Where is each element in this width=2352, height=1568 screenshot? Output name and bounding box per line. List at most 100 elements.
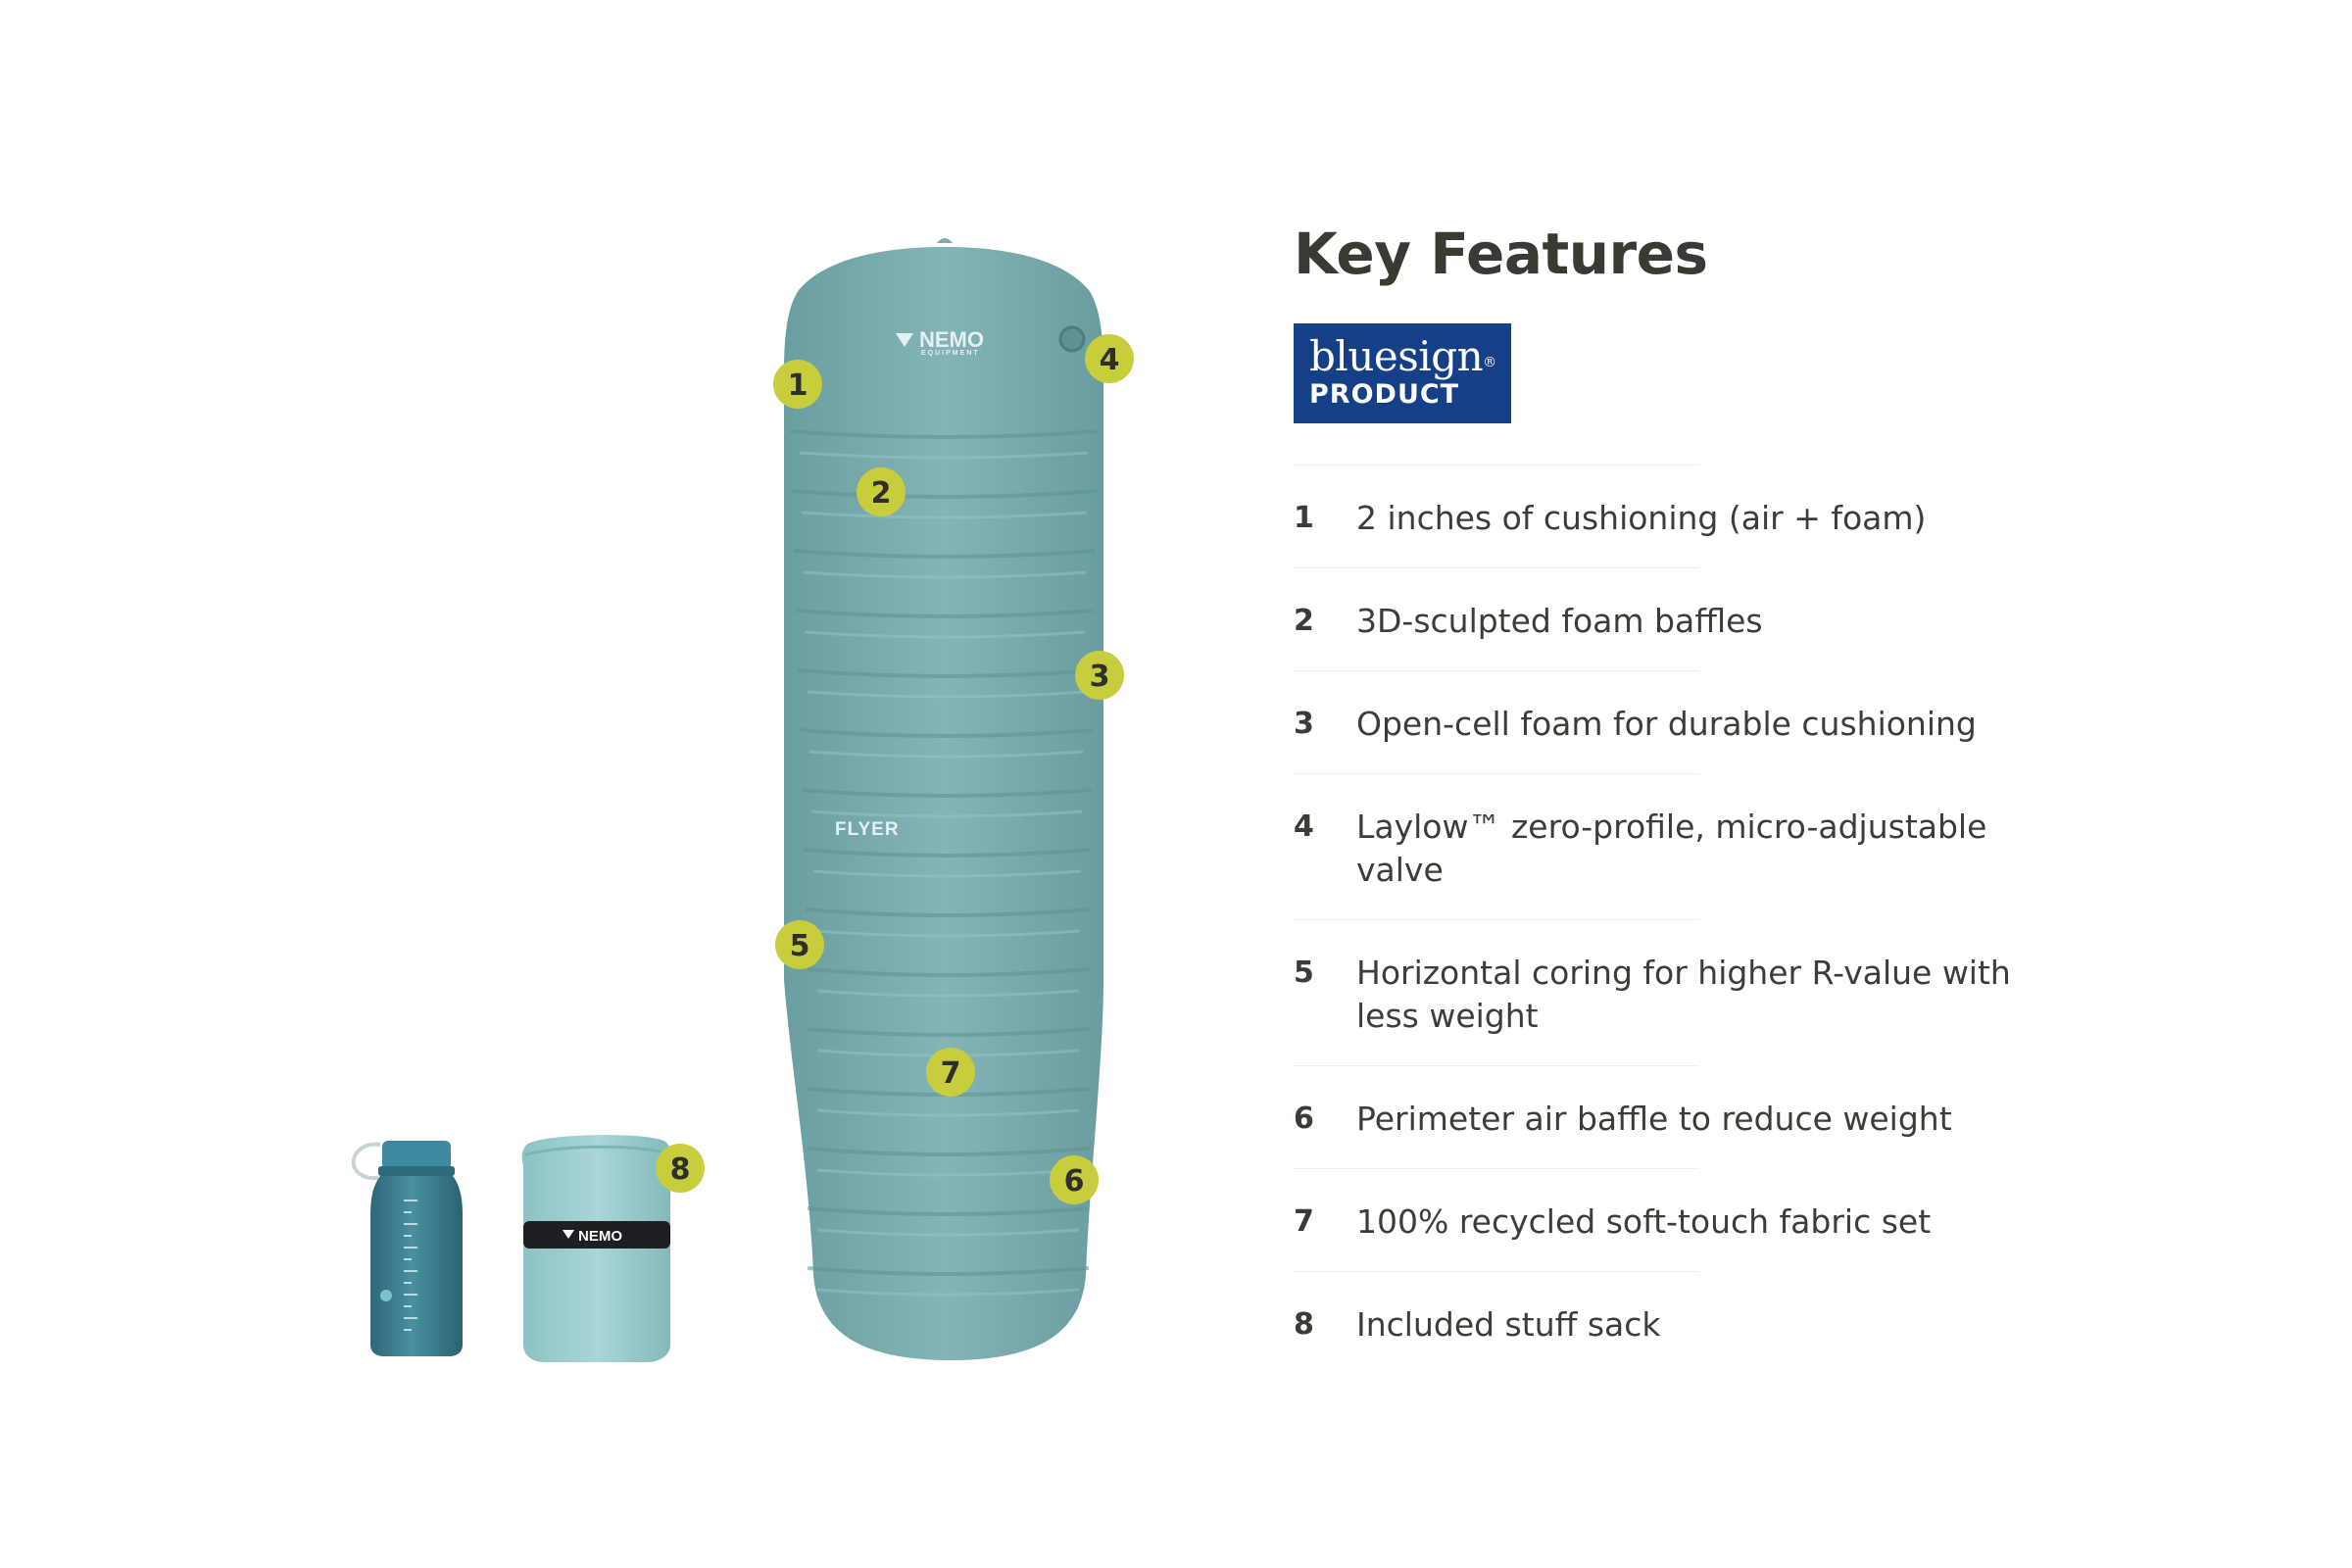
bottle-body [370,1176,463,1356]
marker-number: 2 [871,476,892,511]
badge-line1: bluesign [1309,332,1484,380]
feature-number: 8 [1294,1307,1314,1342]
pad-baffle-highlight [816,1228,1080,1237]
sack-strap [523,1221,670,1249]
feature-number: 6 [1294,1102,1314,1136]
marker-number: 3 [1090,660,1110,694]
bottle-tick [404,1200,417,1201]
feature-text: Horizontal coring for higher R-value wit… [1356,954,2011,1035]
pad-baffle-highlight [816,1288,1080,1297]
marker-circle [775,920,824,969]
sack-logo-icon [563,1230,574,1239]
marker-circle [1085,334,1134,383]
pad-baffle-highlight [803,570,1087,579]
valve-icon [1058,325,1086,353]
marker-number: 7 [941,1056,961,1091]
pad-baffle-line [791,489,1098,499]
marker-number: 4 [1100,343,1120,377]
pad-baffle-highlight [799,451,1089,460]
feature-text: 100% recycled soft-touch fabric set [1356,1202,1932,1241]
marker-number: 6 [1064,1164,1085,1199]
water-bottle [351,1141,463,1356]
bottle-cap [382,1141,451,1170]
feature-number: 5 [1294,956,1314,990]
pad-baffle-line [807,1266,1090,1276]
stuff-sack: NEMO [521,1135,672,1362]
sack-brand-text: NEMO [578,1228,622,1245]
pad-baffle-line [805,907,1091,917]
pad-baffles [789,429,1099,1297]
pad-baffle-line [797,668,1095,678]
pad-baffle-highlight [816,1168,1080,1177]
pad-baffle-line [803,848,1092,858]
feature-marker-7: 7 [926,1048,975,1097]
bluesign-badge: bluesign® PRODUCT [1294,323,1511,423]
product-illustration: NEMO EQUIPMENT FLYER NEMO 1 2 3 4 5 6 7 8 [351,238,1134,1362]
marker-circle [773,360,822,409]
feature-number: 2 [1294,604,1314,638]
pad-model-text: FLYER [835,819,900,840]
pad-baffle-highlight [814,929,1081,938]
feature-marker-1: 1 [773,360,822,409]
feature-marker-5: 5 [775,920,824,969]
bottle-tick [404,1317,417,1319]
pad-baffle-highlight [808,750,1084,759]
badge-reg-mark: ® [1483,355,1496,370]
bottle-tick [404,1270,417,1272]
pad-baffle-line [801,788,1093,798]
marker-circle [857,467,906,516]
bottle-tick [404,1294,417,1296]
feature-text: Perimeter air baffle to reduce weight [1356,1100,1952,1138]
pad-baffle-line [807,1147,1090,1156]
list-item: 6 Perimeter air baffle to reduce weight [1294,1065,1952,1168]
list-item: 5 Horizontal coring for higher R-value wi… [1294,919,2011,1065]
bottle-tick [404,1247,417,1249]
bottle-tick [404,1329,412,1331]
marker-number: 8 [670,1152,691,1187]
marker-number: 1 [788,368,808,403]
nemo-logo-icon: NEMO EQUIPMENT [896,327,984,357]
pad-baffle-highlight [812,869,1082,878]
feature-number: 1 [1294,501,1314,535]
pad-baffle-highlight [810,809,1083,818]
marker-number: 5 [790,929,810,963]
marker-circle [1050,1155,1099,1204]
bottle-measurement-marks [404,1200,417,1331]
pad-baffle-line [807,967,1090,977]
feature-number: 4 [1294,809,1314,844]
pad-baffle-highlight [816,1108,1080,1117]
feature-text: Open-cell foam for durable cushioning [1356,705,1977,743]
bottle-tick [404,1305,412,1307]
pad-baffle-line [807,1027,1090,1037]
pad-baffle-line [795,609,1096,618]
sack-body [521,1135,672,1362]
bluesign-logo-text: bluesign® [1309,333,1511,380]
marker-circle [656,1144,705,1193]
feature-markers: 1 2 3 4 5 6 7 8 [656,334,1134,1204]
bottle-tick [404,1223,417,1225]
sleeping-pad: NEMO EQUIPMENT FLYER [784,238,1103,1360]
feature-marker-2: 2 [857,467,906,516]
pad-baffle-line [807,1206,1090,1216]
pad-baffle-line [799,728,1094,738]
bottle-tick [404,1258,412,1260]
feature-number: 3 [1294,707,1314,741]
feature-marker-3: 3 [1075,651,1124,700]
marker-circle [1075,651,1124,700]
feature-marker-8: 8 [656,1144,705,1193]
bottle-tick [404,1282,412,1284]
bottle-tick [404,1211,412,1213]
pad-baffle-highlight [816,989,1080,998]
pad-body [784,247,1103,1360]
pad-brand-sub-text: EQUIPMENT [921,350,980,357]
pad-baffle-line [793,549,1097,559]
badge-line2: PRODUCT [1309,379,1460,410]
feature-number: 7 [1294,1204,1314,1239]
bottle-drop-icon [380,1290,392,1301]
